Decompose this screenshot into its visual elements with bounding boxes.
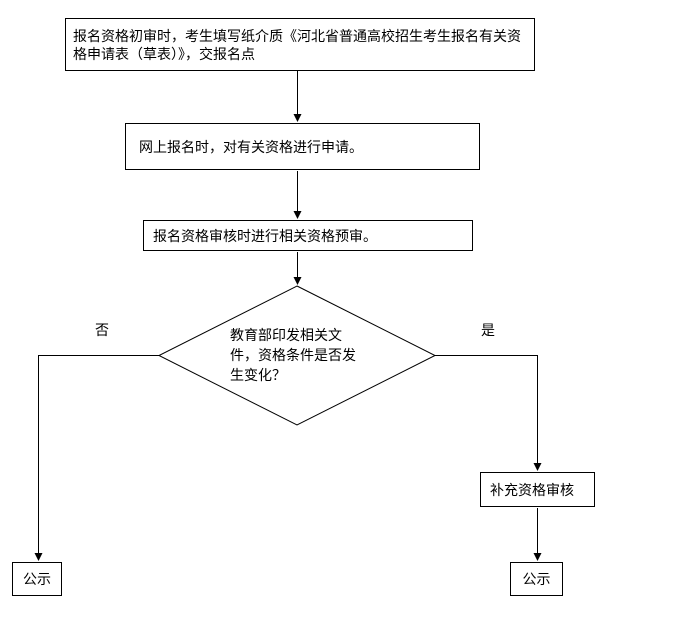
arrowhead-step2: [293, 114, 302, 122]
step-preliminary-review-box: 报名资格审核时进行相关资格预审。: [143, 220, 473, 251]
end-publish-left-text: 公示: [23, 571, 51, 587]
decision-line-2: 件，资格条件是否发: [230, 347, 356, 363]
arrowhead-publish-right: [533, 553, 542, 561]
end-publish-right-box: 公示: [510, 562, 563, 596]
end-publish-right-text: 公示: [522, 571, 551, 587]
step-preliminary-review-text: 报名资格审核时进行相关资格预审。: [153, 227, 377, 244]
decision-line-3: 生变化？: [230, 367, 286, 383]
step-online-apply-text: 网上报名时，对有关资格进行申请。: [139, 138, 363, 155]
connector-lines: [38, 71, 538, 554]
arrowhead-publish-left: [34, 553, 43, 561]
arrowheads: [34, 114, 542, 561]
branch-label-no: 否: [95, 322, 109, 338]
step-initial-review-text: 报名资格初审时，考生填写纸介质《河北省普通高校招生考生报名有关资格申请表（草表）…: [73, 28, 521, 62]
branch-no-line: [38, 355, 159, 554]
step-supplement-review-box: 补充资格审核: [480, 472, 595, 507]
step-initial-review-box: 报名资格初审时，考生填写纸介质《河北省普通高校招生考生报名有关资格申请表（草表）…: [65, 18, 535, 71]
arrowhead-decision: [293, 277, 302, 285]
arrowhead-supplement: [533, 463, 542, 471]
step-supplement-review-text: 补充资格审核: [490, 481, 574, 498]
branch-label-yes: 是: [481, 322, 495, 338]
arrowhead-step3: [293, 211, 302, 219]
decision-line-1: 教育部印发相关文: [230, 327, 342, 343]
decision-diamond: [157, 285, 437, 426]
branch-yes-line: [435, 355, 538, 464]
decision-question-text: 教育部印发相关文 件，资格条件是否发 生变化？: [230, 325, 380, 385]
end-publish-left-box: 公示: [12, 562, 62, 596]
step-online-apply-box: 网上报名时，对有关资格进行申请。: [125, 123, 480, 170]
